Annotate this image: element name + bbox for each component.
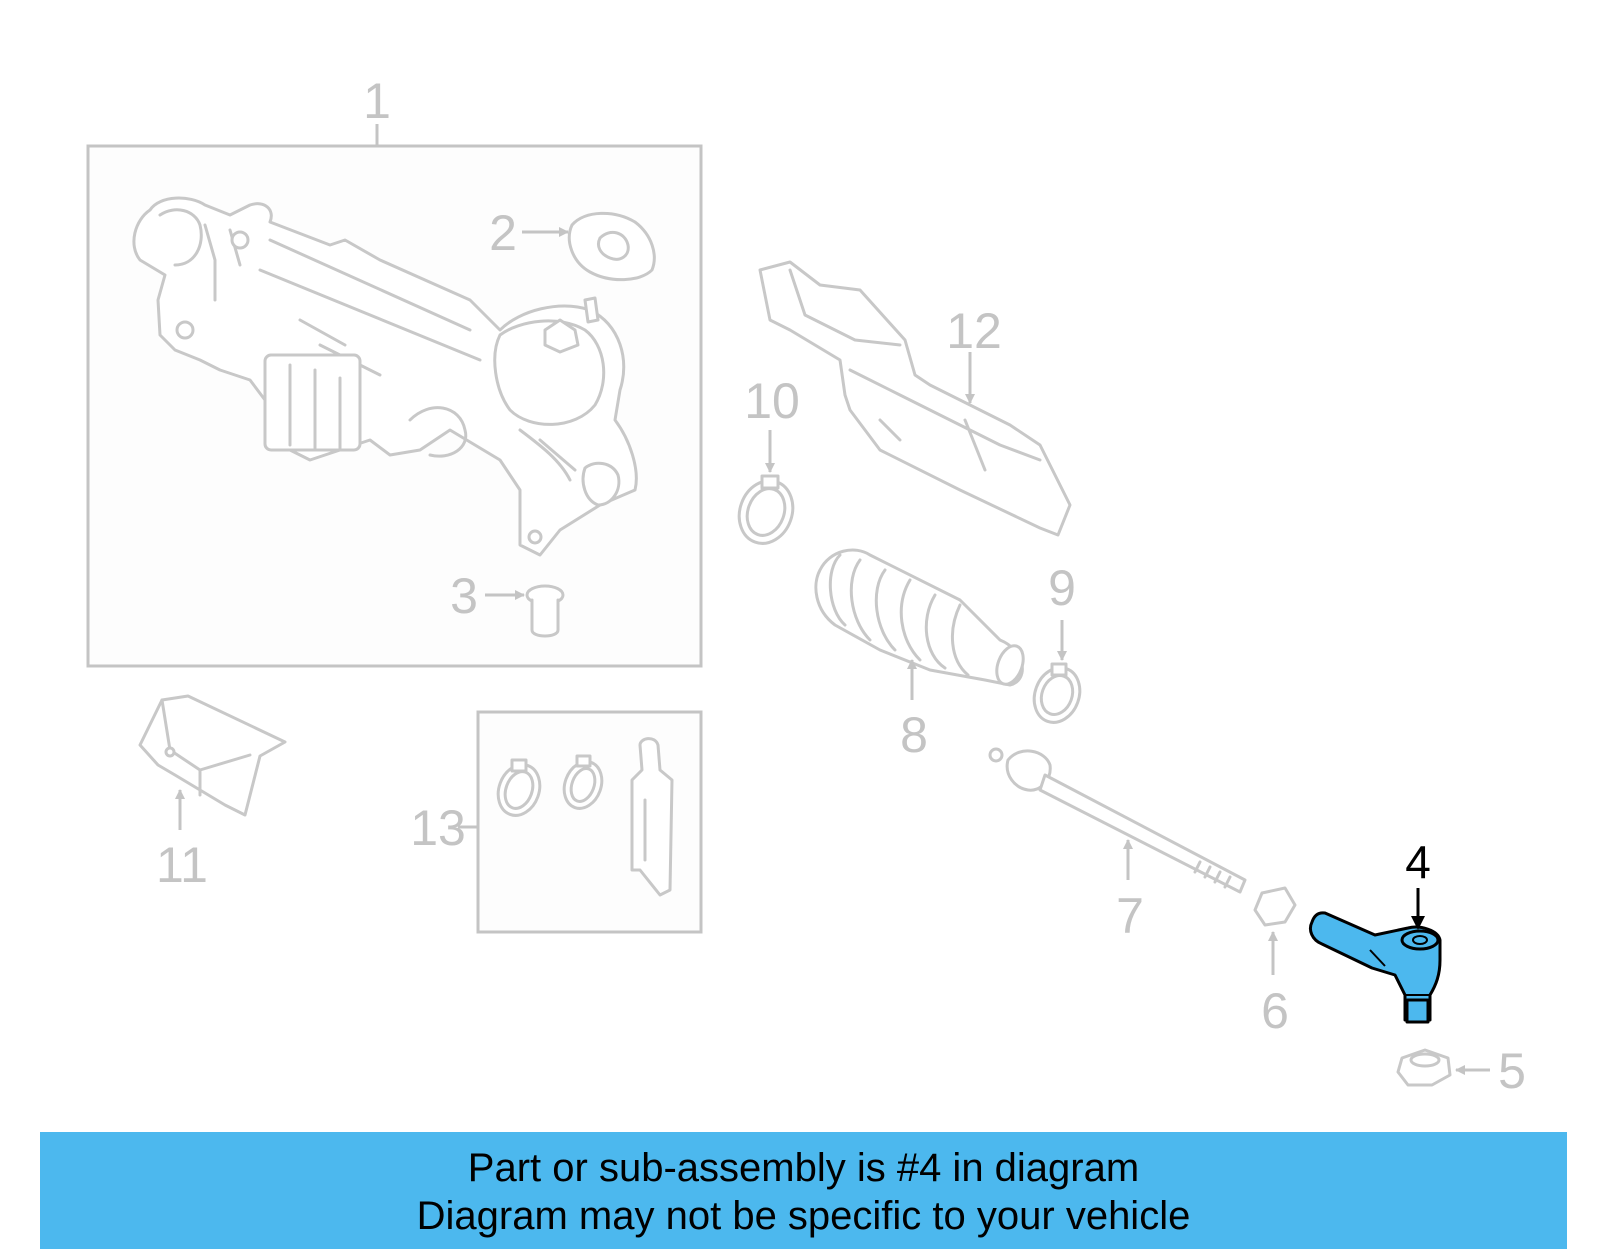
callout-10[interactable]: 10 (744, 373, 800, 429)
nut-part[interactable] (1396, 1048, 1452, 1087)
callout-6[interactable]: 6 (1261, 983, 1289, 1039)
inner-tie-rod-part[interactable] (988, 747, 1247, 894)
callout-12[interactable]: 12 (946, 303, 1002, 359)
steering-rack-part[interactable] (132, 196, 638, 557)
boot-part[interactable] (814, 548, 1028, 688)
clamp-9-part[interactable] (1027, 661, 1087, 729)
callout-8[interactable]: 8 (900, 707, 928, 763)
callout-2[interactable]: 2 (489, 205, 517, 261)
callout-1[interactable]: 1 (363, 73, 391, 129)
jam-nut-part[interactable] (1253, 886, 1297, 927)
callout-13[interactable]: 13 (410, 800, 466, 856)
callout-11[interactable]: 11 (156, 837, 208, 893)
bolt-part[interactable] (525, 584, 565, 638)
boot-kit-parts[interactable] (491, 737, 674, 897)
bracket-11-part[interactable] (138, 694, 287, 817)
callout-4[interactable]: 4 (1405, 836, 1431, 888)
callout-3[interactable]: 3 (450, 568, 478, 624)
heat-shield-part[interactable] (758, 260, 1072, 537)
callout-5[interactable]: 5 (1498, 1043, 1526, 1099)
clamp-10-part[interactable] (731, 473, 802, 551)
mount-part[interactable] (567, 211, 656, 282)
callout-9[interactable]: 9 (1048, 560, 1076, 616)
steering-gear-diagram: 1 2 (86, 73, 1526, 1099)
banner-line-2: Diagram may not be specific to your vehi… (416, 1194, 1191, 1238)
banner-line-1: Part or sub-assembly is #4 in diagram (467, 1146, 1140, 1190)
outer-tie-rod-end-part[interactable] (1308, 911, 1442, 1024)
info-banner: Part or sub-assembly is #4 in diagram Di… (40, 1132, 1567, 1249)
callout-7[interactable]: 7 (1116, 888, 1144, 944)
